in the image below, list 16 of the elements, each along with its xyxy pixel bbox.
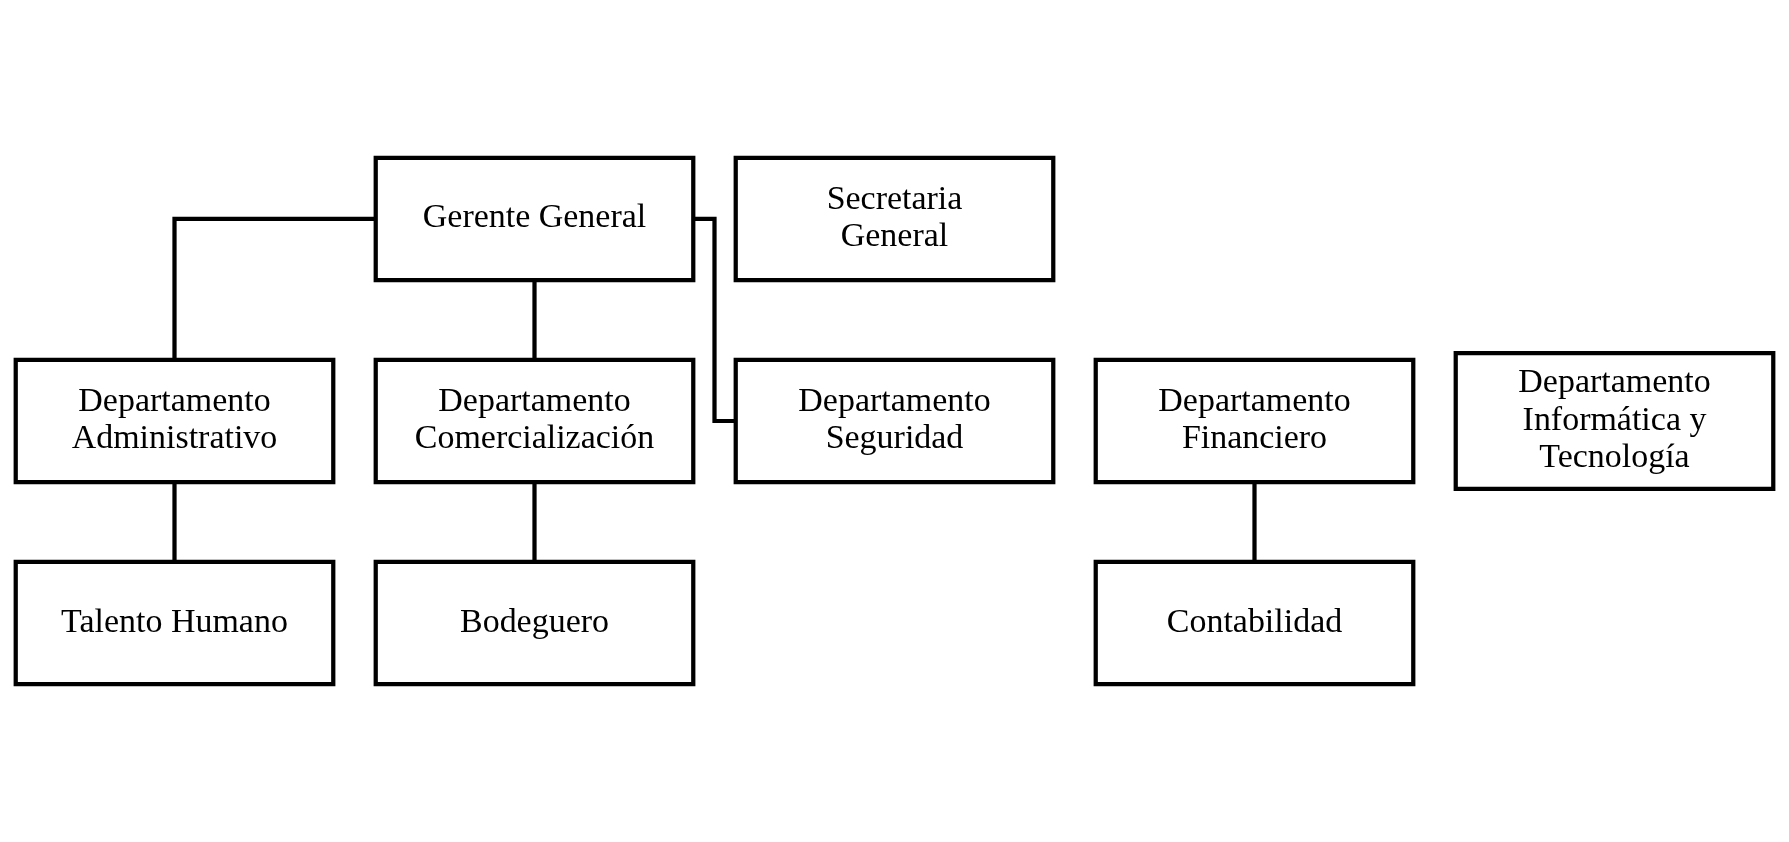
connector <box>532 280 537 360</box>
node-box: Departamento Administrativo <box>13 357 336 485</box>
connector <box>693 216 736 424</box>
node-box: Talento Humano <box>13 559 336 687</box>
node-box: Departamento Informática y Tecnología <box>1453 350 1776 492</box>
node-box: Departamento Comercialización <box>373 357 696 485</box>
connector <box>172 482 177 562</box>
node-box: Secretaria General <box>733 155 1056 283</box>
node-box: Departamento Seguridad <box>733 357 1056 485</box>
connector <box>1252 482 1257 562</box>
node-box: Contabilidad <box>1093 559 1416 687</box>
node-box: Bodeguero <box>373 559 696 687</box>
connector <box>532 482 537 562</box>
node-box: Gerente General <box>373 155 696 283</box>
node-box: Departamento Financiero <box>1093 357 1416 485</box>
connector <box>172 216 376 360</box>
